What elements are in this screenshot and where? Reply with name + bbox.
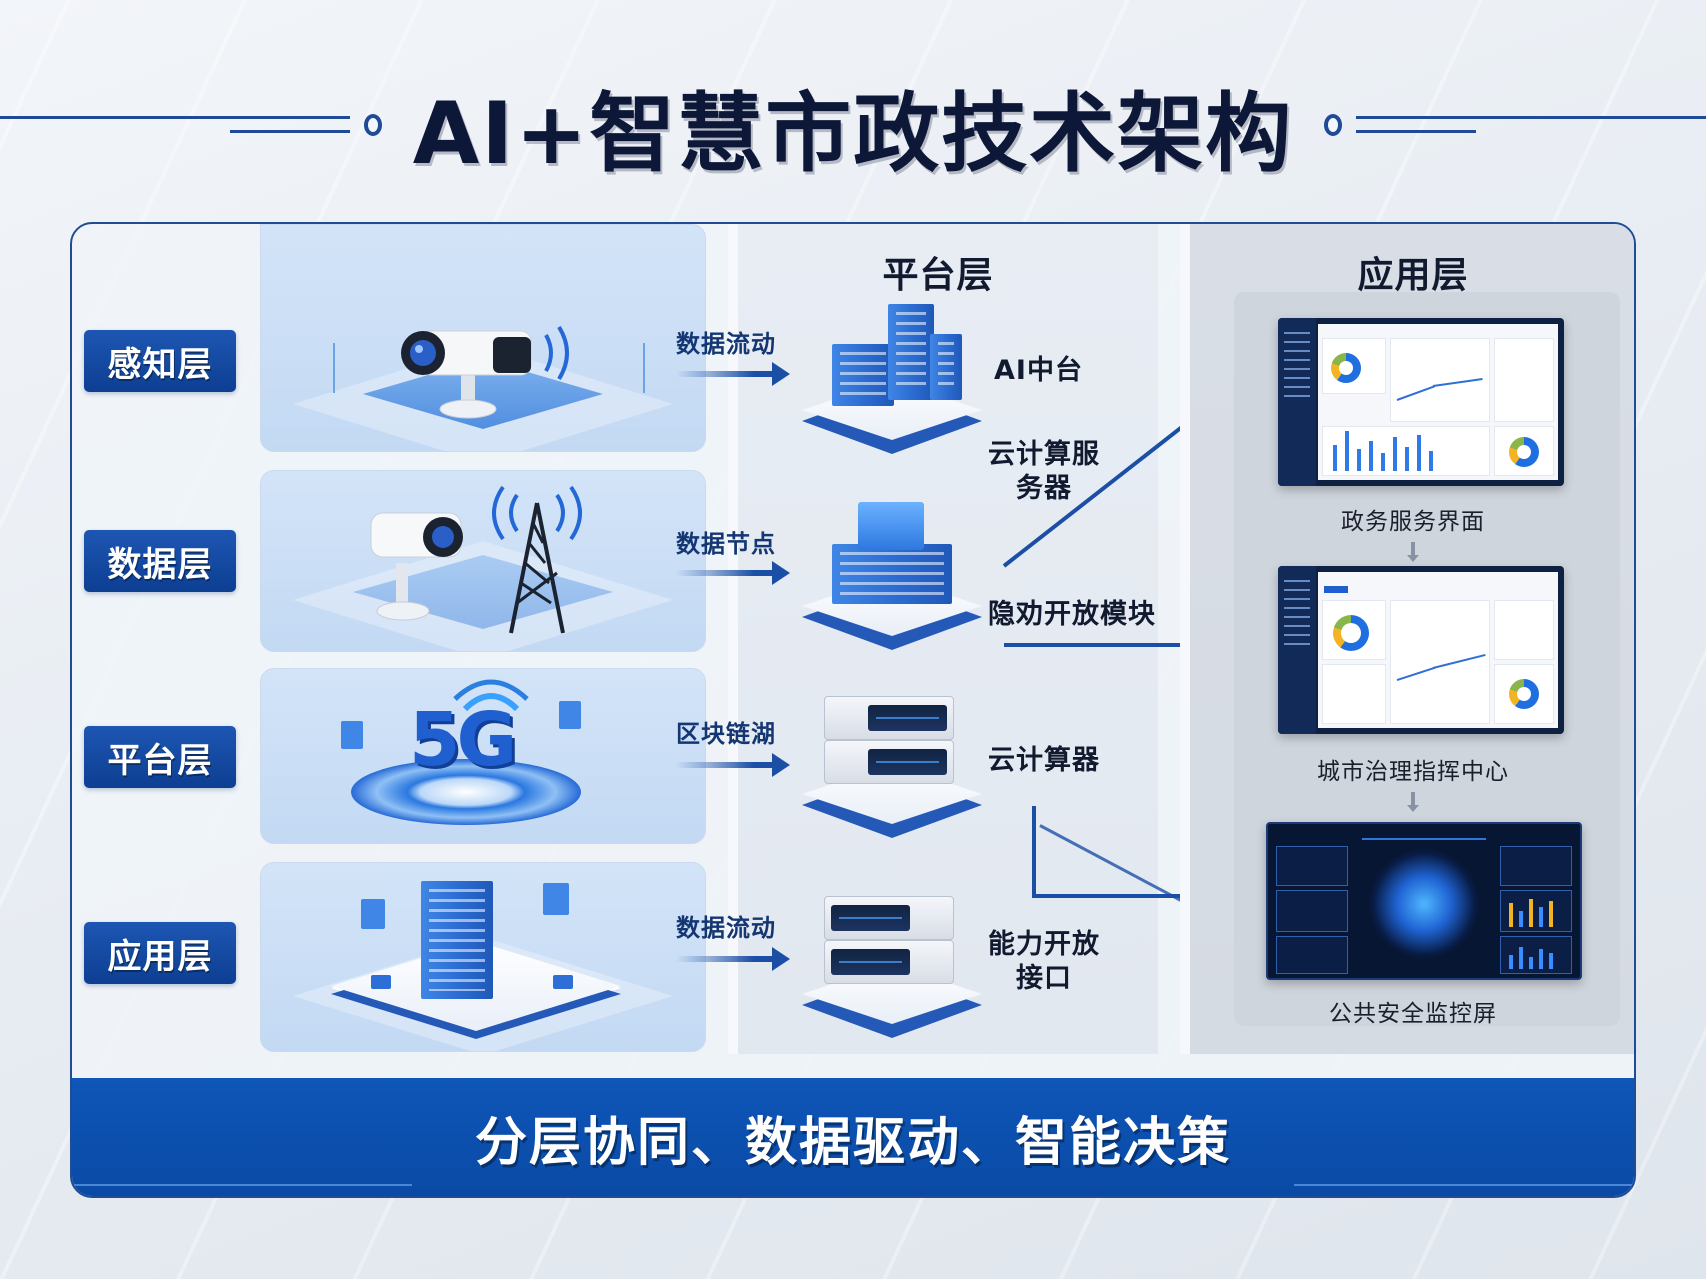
arrow-right-icon [676,561,790,585]
sign-icon [543,883,569,915]
node-label-ai-middleware: AI中台 [994,355,1083,386]
flow-label-data-flow: 数据流动 [676,330,776,358]
platform-node-server-2 [792,896,992,1038]
node-label-cloud-computer: 云计算器 [988,745,1100,776]
sensing-card-camera-tower [260,470,706,652]
sign-icon [559,701,581,729]
public-safety-monitor-screen [1266,822,1582,980]
bar-chart-icon [1333,431,1433,471]
platform-node-server-1 [792,696,992,838]
layer-label-platform: 平台层 [84,726,236,788]
building-icon [930,334,962,400]
page-title: AI+智慧市政技术架构 [412,83,1294,184]
sensing-layer-column: 感知层 [260,224,708,1054]
title-decoration-right [1316,110,1706,140]
donut-chart-icon [1509,679,1539,709]
server-unit-icon [824,896,954,940]
node-label-cloud-server: 云计算服 务器 [988,439,1100,504]
sensing-card-camera [260,224,706,452]
layer-label-application: 应用层 [84,922,236,984]
data-cube-icon [858,502,924,550]
flow-label-data-flow-2: 数据流动 [676,914,776,942]
footer-banner: 分层协同、数据驱动、智能决策 [72,1078,1634,1196]
sign-icon [341,721,363,749]
sensing-card-5g: 5G [260,668,706,844]
page-title-bar: AI+智慧市政技术架构 [0,70,1706,184]
gov-service-dashboard-screen [1278,318,1564,486]
arrow-right-icon [1004,634,1218,656]
connector-diagonal [1039,824,1182,902]
platform-layer-column: 平台层 数据流动 数据节点 区块链湖 数据流动 AI中台 云计算服 务器 [676,224,1218,1054]
arrow-right-icon [676,362,790,386]
title-decoration-left [0,110,390,140]
signal-waves-icon [453,679,529,712]
arrow-right-icon [676,753,790,777]
screen-label-public-safety: 公共安全监控屏 [1329,1001,1497,1027]
layer-label-data: 数据层 [84,530,236,592]
platform-node-data-center [792,500,992,650]
arrow-down-icon [1407,792,1419,812]
architecture-diagram: 感知层 数据层 平台层 应用层 感知层 [70,222,1636,1198]
screen-label-city-governance: 城市治理指挥中心 [1317,759,1509,785]
ring-icon [364,114,382,136]
flow-label-blockchain-lake: 区块链湖 [676,720,776,748]
sign-icon [361,899,385,929]
flow-label-data-node: 数据节点 [676,530,776,558]
data-center-building-icon [832,544,952,604]
5g-badge: 5G [409,697,517,783]
donut-chart-icon [1509,437,1539,467]
application-layer-column: 应用层 政务服务界面 [1180,224,1634,1054]
platform-node-ai-middleware [792,304,992,454]
arrow-right-icon [676,947,790,971]
donut-chart-icon [1331,353,1361,383]
globe-hologram-icon [1369,849,1479,960]
server-unit-icon [824,740,954,784]
arrow-down-icon [1407,542,1419,562]
camera-and-signal-tower-icon [370,485,582,634]
footer-slogan: 分层协同、数据驱动、智能决策 [474,1112,1231,1173]
layer-label-sensing: 感知层 [84,330,236,392]
screen-label-gov-service: 政务服务界面 [1341,509,1485,535]
node-label-open-module: 隐劝开放模块 [988,599,1156,630]
tower-building-icon [888,304,934,400]
donut-chart-icon [1333,615,1369,651]
server-unit-icon [824,940,954,984]
application-column-header: 应用层 [1357,255,1469,296]
layer-label-column: 感知层 数据层 平台层 应用层 [84,224,244,1084]
surveillance-camera-icon [401,325,569,419]
server-unit-icon [824,696,954,740]
connector-vertical [1032,806,1036,896]
5g-ring-platform [351,759,581,825]
node-label-capability-api: 能力开放 接口 [988,929,1100,994]
sensing-card-building [260,862,706,1052]
office-building-icon [421,881,493,999]
ring-icon [1324,114,1342,136]
platform-column-header: 平台层 [882,255,994,296]
building-icon [832,344,894,406]
city-governance-dashboard-screen [1278,566,1564,734]
